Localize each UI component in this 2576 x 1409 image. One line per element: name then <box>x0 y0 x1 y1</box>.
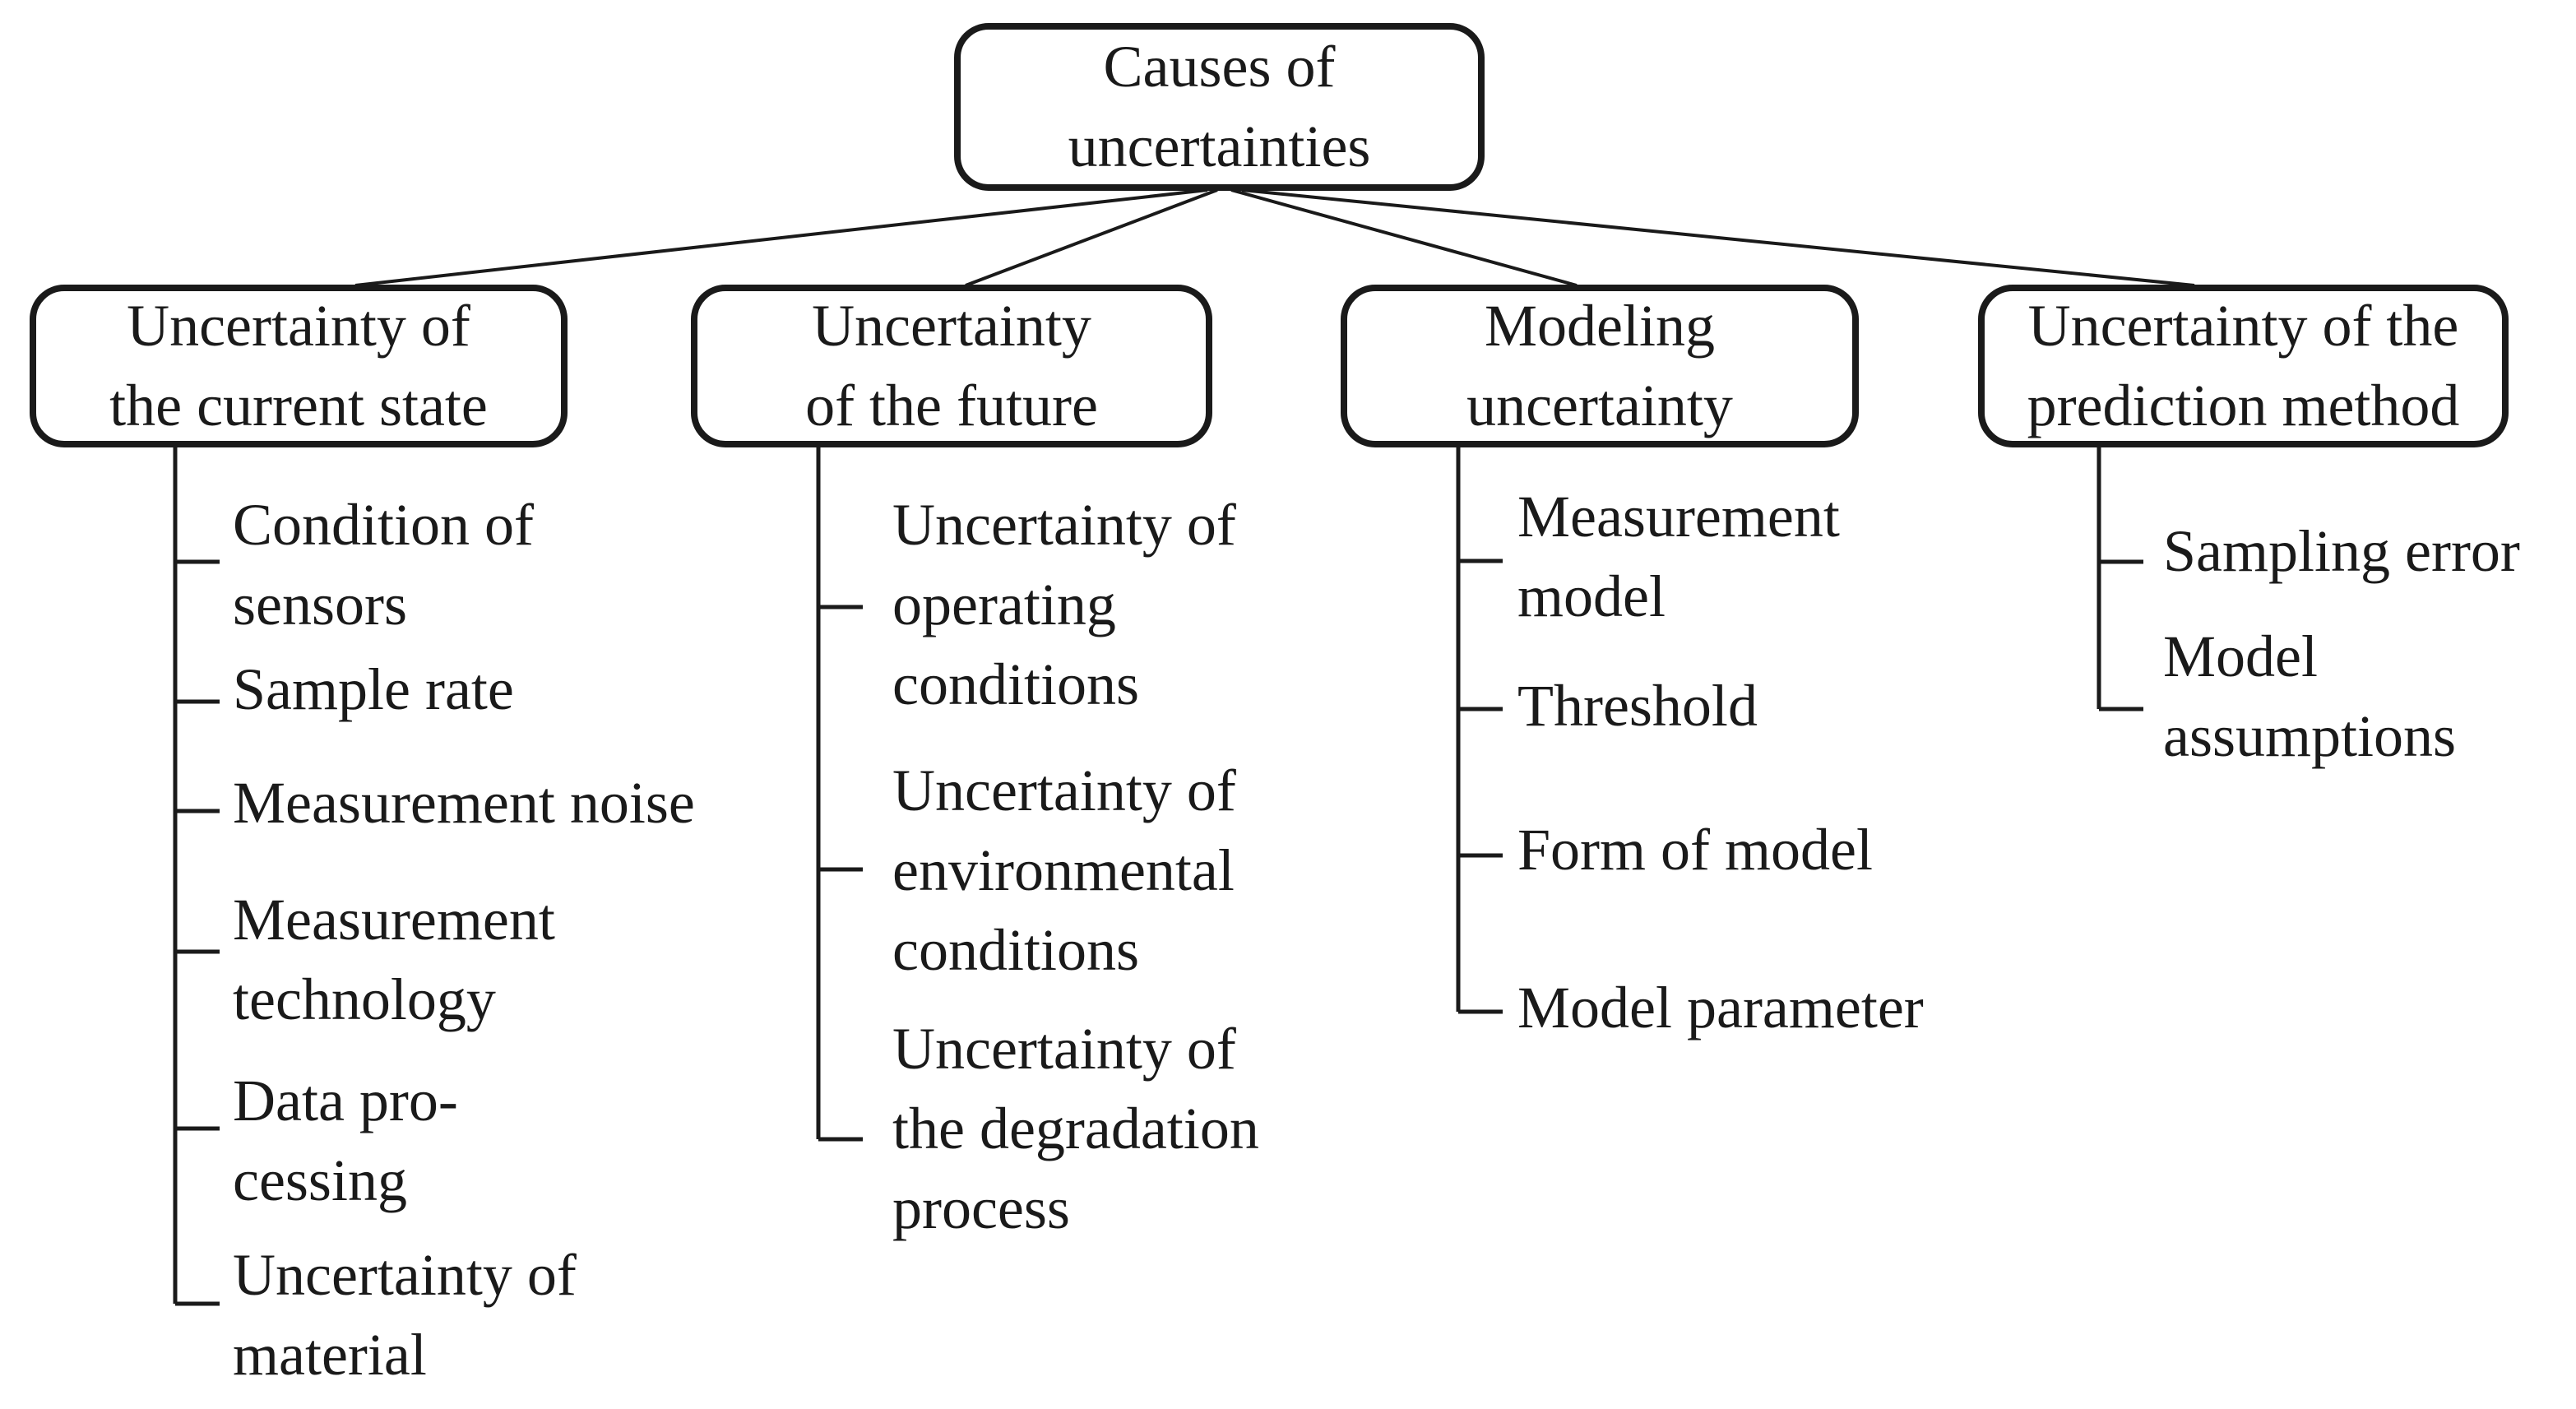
fan-line-current-state <box>354 188 1208 287</box>
leaf-sample-rate: Sample rate <box>233 656 514 722</box>
branch-box-current-state-label: Uncertainty of the current state <box>109 293 488 438</box>
branch-box-future-label: Uncertainty of the future <box>805 293 1098 438</box>
leaf-data-processing: Data pro- cessing <box>233 1068 458 1213</box>
stem-prediction-method <box>2096 447 2143 711</box>
leaf-degradation-process: Uncertainty of the degradation process <box>892 1016 1259 1241</box>
leaf-sampling-error: Sampling error <box>2163 518 2520 584</box>
leaf-model-assumptions: Model assumptions <box>2163 623 2457 769</box>
leaf-model-parameter: Model parameter <box>1517 975 1924 1041</box>
leaf-measurement-noise: Measurement noise <box>233 770 695 836</box>
leaf-environmental-conditions: Uncertainty of environmental conditions <box>892 758 1236 983</box>
branch-box-modeling: Modeling uncertainty <box>1341 285 1859 447</box>
branch-box-prediction-method: Uncertainty of the prediction method <box>1978 285 2509 447</box>
branch-box-modeling-label: Modeling uncertainty <box>1466 293 1733 438</box>
fan-line-modeling <box>1230 188 1578 287</box>
fan-line-prediction-method <box>1241 188 2195 287</box>
branch-box-future: Uncertainty of the future <box>691 285 1212 447</box>
stem-future <box>816 447 863 1142</box>
leaf-form-of-model: Form of model <box>1517 817 1873 883</box>
leaf-condition-of-sensors: Condition of sensors <box>233 492 535 637</box>
leaf-measurement-model: Measurement model <box>1517 484 1840 629</box>
stem-modeling <box>1456 447 1503 1014</box>
leaf-measurement-technology: Measurement technology <box>233 887 555 1032</box>
stem-current-state <box>173 447 220 1306</box>
fan-line-future <box>965 188 1218 287</box>
branch-box-prediction-method-label: Uncertainty of the prediction method <box>2027 293 2460 438</box>
root-box-causes-of-uncertainties: Causes of uncertainties <box>954 23 1485 191</box>
leaf-threshold: Threshold <box>1517 673 1758 739</box>
branch-box-current-state: Uncertainty of the current state <box>30 285 568 447</box>
root-box-label: Causes of uncertainties <box>1068 34 1371 179</box>
leaf-operating-conditions: Uncertainty of operating conditions <box>892 492 1236 717</box>
leaf-uncertainty-of-material: Uncertainty of material <box>233 1242 577 1388</box>
